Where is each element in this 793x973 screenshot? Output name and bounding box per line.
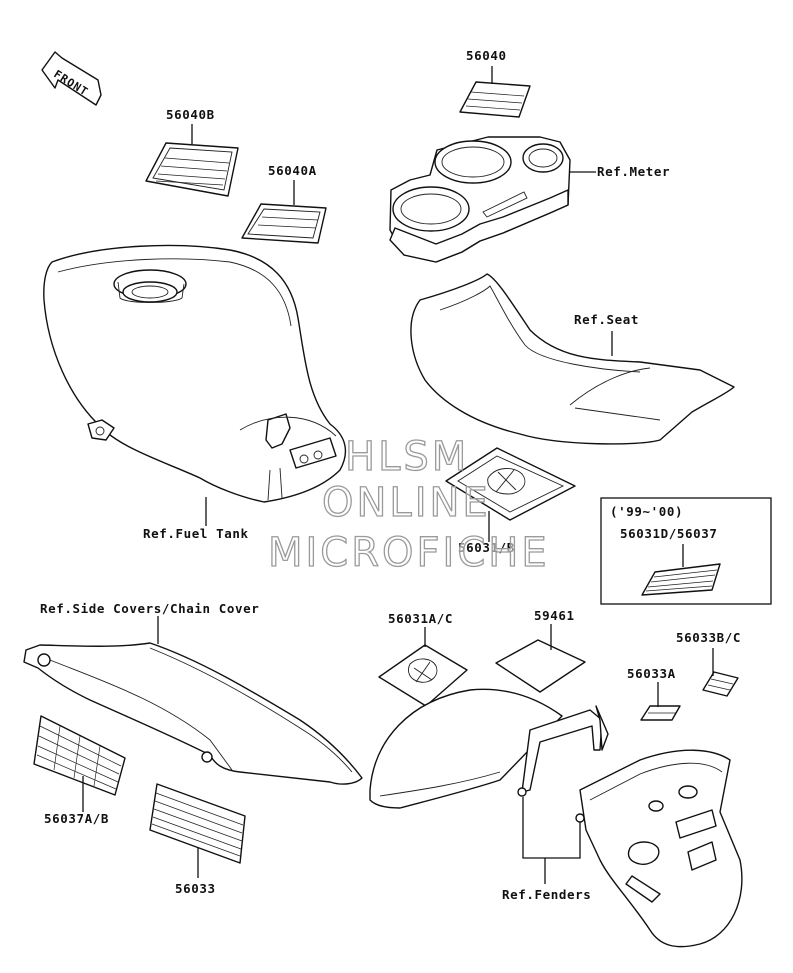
watermark-line2: ONLINE — [322, 480, 491, 526]
part-56040A: 56040A — [268, 163, 317, 178]
seat-icon: Ref.Seat — [410, 273, 735, 445]
label-56033BC: 56033B/C — [676, 630, 741, 697]
label-56031B: 56031/B — [445, 447, 576, 555]
part-56031AC: 56031A/C — [388, 611, 453, 626]
label-56040A: 56040A — [241, 163, 327, 244]
part-56033BC: 56033B/C — [676, 630, 741, 645]
label-56031AC: 56031A/C — [378, 611, 468, 707]
part-59461: 59461 — [534, 608, 575, 623]
label-59461: 59461 — [495, 608, 586, 693]
front-fender-icon — [369, 688, 609, 809]
ref-fuel-tank: Ref.Fuel Tank — [143, 526, 249, 541]
fuel-tank-icon: Ref.Fuel Tank — [43, 244, 347, 541]
part-56040B: 56040B — [166, 107, 215, 122]
side-cover-icon: Ref.Side Covers/Chain Cover — [23, 601, 363, 785]
year-box: ('99~'00) 56031D/56037 — [600, 497, 772, 605]
year-range: ('99~'00) — [610, 504, 683, 519]
ref-fenders-leader: Ref.Fenders — [502, 797, 591, 902]
ref-seat: Ref.Seat — [574, 312, 639, 327]
ref-fenders: Ref.Fenders — [502, 887, 591, 902]
label-56040B: 56040B — [145, 107, 239, 197]
rear-fender-icon — [517, 749, 743, 948]
ref-meter: Ref.Meter — [597, 164, 670, 179]
part-56040: 56040 — [466, 48, 507, 63]
part-56033A: 56033A — [627, 666, 676, 681]
label-56033: 56033 — [149, 783, 246, 896]
front-arrow-icon: FRONT — [41, 51, 102, 106]
ref-side-covers: Ref.Side Covers/Chain Cover — [40, 601, 259, 616]
part-56031B: 56031/B — [458, 540, 515, 555]
watermark-line1: HLSM — [345, 434, 469, 480]
part-56037AB: 56037A/B — [44, 811, 109, 826]
label-56037AB: 56037A/B — [33, 715, 126, 826]
meter-assembly-icon: Ref.Meter — [389, 136, 670, 263]
watermark-line3: MICROFICHE — [268, 530, 550, 576]
label-56040: 56040 — [459, 48, 531, 118]
watermark: HLSM ONLINE MICROFICHE — [267, 433, 550, 576]
label-56033A: 56033A — [627, 666, 681, 721]
part-56031D-56037: 56031D/56037 — [620, 526, 718, 541]
part-56033: 56033 — [175, 881, 216, 896]
